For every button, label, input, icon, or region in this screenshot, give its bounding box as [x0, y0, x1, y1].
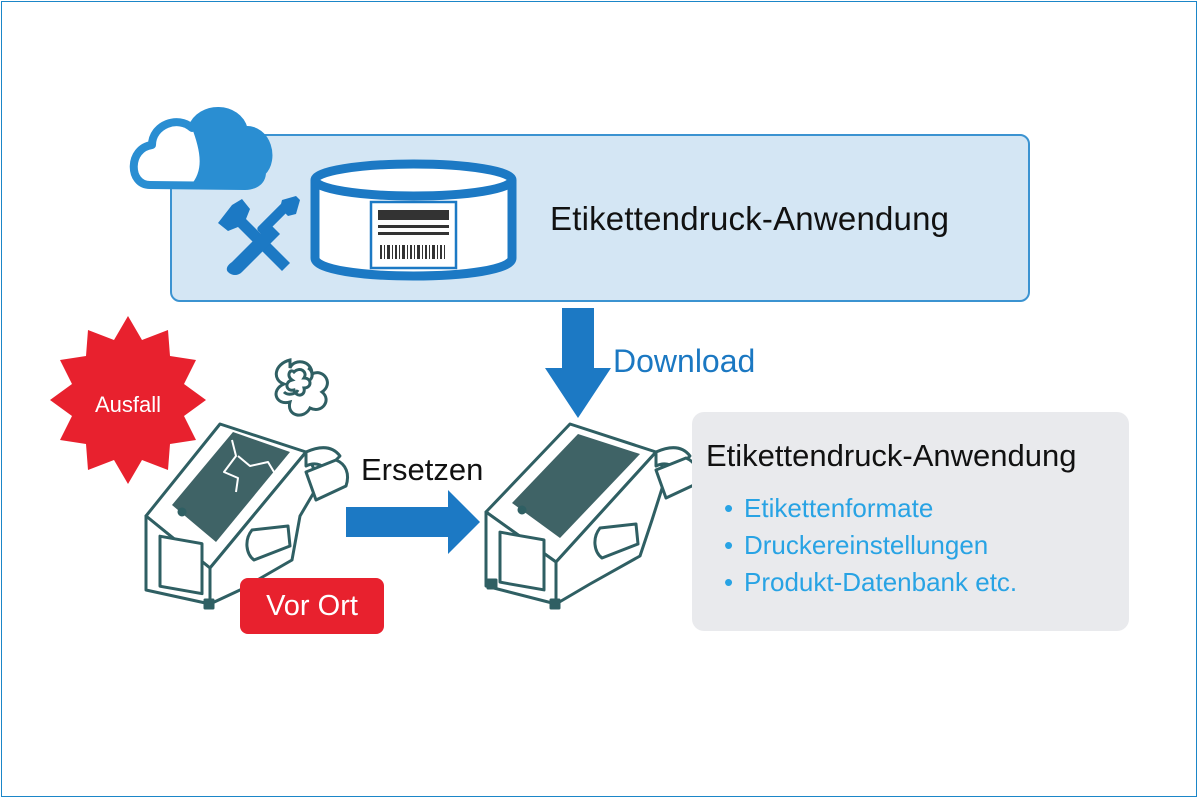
info-panel: Etikettendruck-Anwendung • Etikettenforma… [692, 412, 1129, 631]
download-label: Download [613, 343, 756, 379]
tools-icon [218, 196, 300, 275]
bullet-icon: • [724, 530, 734, 560]
list-item-label: Etikettenformate [744, 493, 934, 523]
list-item: • Druckereinstellungen [724, 527, 1017, 564]
barcode-label-icon [369, 200, 458, 270]
replace-arrow [346, 490, 480, 554]
list-item: • Produkt-Datenbank etc. [724, 564, 1017, 601]
info-title: Etikettendruck-Anwendung [706, 438, 1077, 473]
bullet-icon: • [724, 567, 734, 597]
list-item-label: Druckereinstellungen [744, 530, 989, 560]
broken-printer-icon [144, 422, 350, 610]
download-arrow [545, 308, 611, 418]
label-printer-icon [484, 422, 700, 610]
list-item: • Etikettenformate [724, 490, 1017, 527]
list-item-label: Produkt-Datenbank etc. [744, 567, 1018, 597]
cloud-app-title: Etikettendruck-Anwendung [550, 200, 950, 237]
burst-badge [50, 316, 206, 484]
failure-label: Ausfall [94, 392, 162, 417]
cloud-icon [129, 107, 273, 190]
onsite-badge: Vor Ort [240, 578, 384, 634]
bullet-icon: • [724, 493, 734, 523]
smoke-icon [274, 358, 329, 417]
info-list: •Etikettenformate •Druckereinstellungen … [724, 490, 1017, 601]
replace-label: Ersetzen [361, 452, 484, 487]
